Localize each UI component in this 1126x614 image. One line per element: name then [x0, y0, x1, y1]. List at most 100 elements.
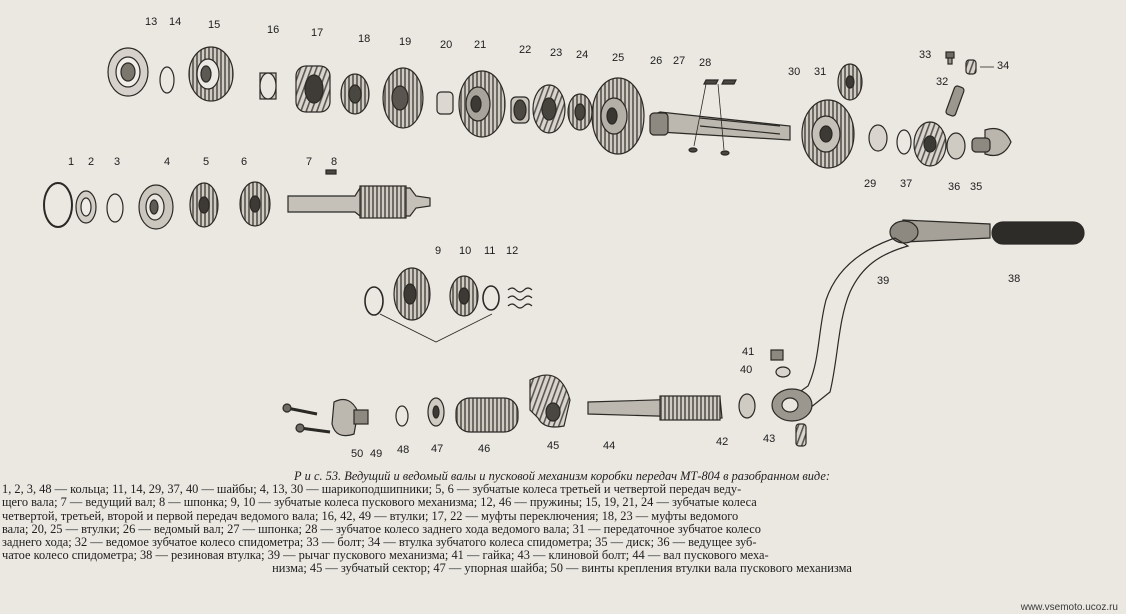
nut-41-drawing — [770, 349, 784, 361]
gear-6-drawing — [239, 181, 271, 227]
label-46: 46 — [478, 443, 491, 455]
caption-title: Р и с. 53. Ведущий и ведомый валы и пуск… — [294, 470, 830, 483]
ring-3-drawing — [106, 193, 124, 223]
caption-line-1: 1, 2, 3, 48 — кольца; 11, 14, 29, 37, 40… — [2, 482, 742, 497]
label-18: 18 — [358, 33, 371, 45]
bolt-32-drawing — [945, 85, 965, 117]
leader-9-10 — [379, 313, 493, 343]
washer-40-drawing — [775, 366, 791, 378]
label-4: 4 — [164, 156, 171, 168]
label-49: 49 — [370, 448, 383, 460]
key-8-drawing — [325, 169, 337, 175]
label-6: 6 — [241, 156, 248, 168]
bushing-20-drawing — [436, 91, 454, 115]
label-7: 7 — [306, 156, 313, 168]
caption-line-5: заднего хода; 32 — ведомое зубчатое коле… — [2, 534, 757, 549]
figure-caption: Р и с. 53. Ведущий и ведомый валы и пуск… — [2, 470, 1122, 576]
label-27: 27 — [673, 55, 686, 67]
ring-48-drawing — [395, 405, 409, 427]
label-15: 15 — [208, 19, 221, 31]
label-29: 29 — [864, 178, 877, 190]
washer-47-drawing — [427, 397, 445, 427]
label-14: 14 — [169, 16, 182, 28]
gear-36-drawing — [913, 121, 947, 167]
label-31: 31 — [814, 66, 827, 78]
gear-5-drawing — [189, 182, 219, 228]
label-3: 3 — [114, 156, 121, 168]
label-5: 5 — [203, 156, 210, 168]
bushing-34-drawing — [965, 59, 994, 75]
label-48: 48 — [397, 444, 410, 456]
label-26: 26 — [650, 55, 663, 67]
label-35: 35 — [970, 181, 983, 193]
gear-15-drawing — [188, 46, 234, 102]
kick-lever-39-drawing — [771, 219, 991, 422]
label-9: 9 — [435, 245, 442, 257]
gear-31-drawing — [837, 63, 863, 101]
label-50: 50 — [351, 448, 364, 460]
label-43: 43 — [763, 433, 776, 445]
bushing-49-drawing — [331, 399, 369, 437]
kick-shaft-44-drawing — [587, 395, 723, 421]
label-40: 40 — [740, 364, 753, 376]
spring-46-drawing — [455, 397, 519, 433]
label-19: 19 — [399, 36, 412, 48]
label-41: 41 — [742, 346, 755, 358]
label-10: 10 — [459, 245, 472, 257]
ring-2-drawing — [75, 190, 97, 224]
label-11: 11 — [484, 245, 496, 257]
label-37: 37 — [900, 178, 913, 190]
label-36: 36 — [948, 181, 961, 193]
clutch-18-drawing — [340, 73, 370, 115]
caption-line-7: низма; 45 — зубчатый сектор; 47 — упорна… — [272, 561, 852, 576]
bolt-33-drawing — [945, 51, 955, 65]
gear-21-drawing — [458, 70, 506, 138]
label-12: 12 — [506, 245, 519, 257]
label-30: 30 — [788, 66, 801, 78]
bearing-30-drawing — [801, 99, 855, 169]
label-33: 33 — [919, 49, 932, 61]
caption-line-6: чатое колесо спидометра; 38 — резиновая … — [2, 548, 769, 563]
disc-35-drawing — [971, 127, 1012, 157]
washer-11-drawing — [482, 285, 500, 311]
ring-1-drawing — [43, 182, 73, 228]
label-8: 8 — [331, 156, 338, 168]
label-20: 20 — [440, 39, 453, 51]
watermark[interactable]: www.vsemoto.ucoz.ru — [1018, 602, 1120, 613]
sector-45-drawing — [529, 374, 571, 428]
label-25: 25 — [612, 52, 625, 64]
label-23: 23 — [550, 47, 563, 59]
label-21: 21 — [474, 39, 487, 51]
washer-14-drawing — [159, 66, 175, 94]
clutch-23-drawing — [532, 84, 566, 134]
bushing-16-drawing — [259, 72, 277, 100]
label-13: 13 — [145, 16, 158, 28]
label-17: 17 — [311, 27, 324, 39]
caption-line-4: вала; 20, 25 — втулки; 26 — ведомый вал;… — [2, 521, 761, 536]
label-28: 28 — [699, 57, 712, 69]
label-47: 47 — [431, 443, 444, 455]
driving-shaft-7-drawing — [287, 185, 431, 219]
label-22: 22 — [519, 44, 532, 56]
label-16: 16 — [267, 24, 280, 36]
screws-50-drawing — [282, 403, 331, 434]
label-38: 38 — [1008, 273, 1021, 285]
washer-29-drawing — [868, 124, 888, 152]
gear-19-drawing — [382, 67, 424, 129]
label-44: 44 — [603, 440, 616, 452]
label-42: 42 — [716, 436, 729, 448]
key-27-28-drawing — [688, 79, 737, 156]
caption-line-2: щего вала; 7 — ведущий вал; 8 — шпонка; … — [2, 495, 757, 510]
label-2: 2 — [88, 156, 95, 168]
washer-37-drawing — [896, 129, 912, 155]
label-32: 32 — [936, 76, 949, 88]
clutch-22-drawing — [510, 96, 530, 124]
bushing-42-drawing — [738, 393, 756, 419]
label-1: 1 — [68, 156, 75, 168]
bearing-13-drawing — [107, 47, 149, 97]
label-45: 45 — [547, 440, 560, 452]
label-34: 34 — [997, 60, 1010, 72]
spring-12-drawing — [507, 287, 533, 309]
exploded-view-drawing — [43, 46, 1085, 447]
